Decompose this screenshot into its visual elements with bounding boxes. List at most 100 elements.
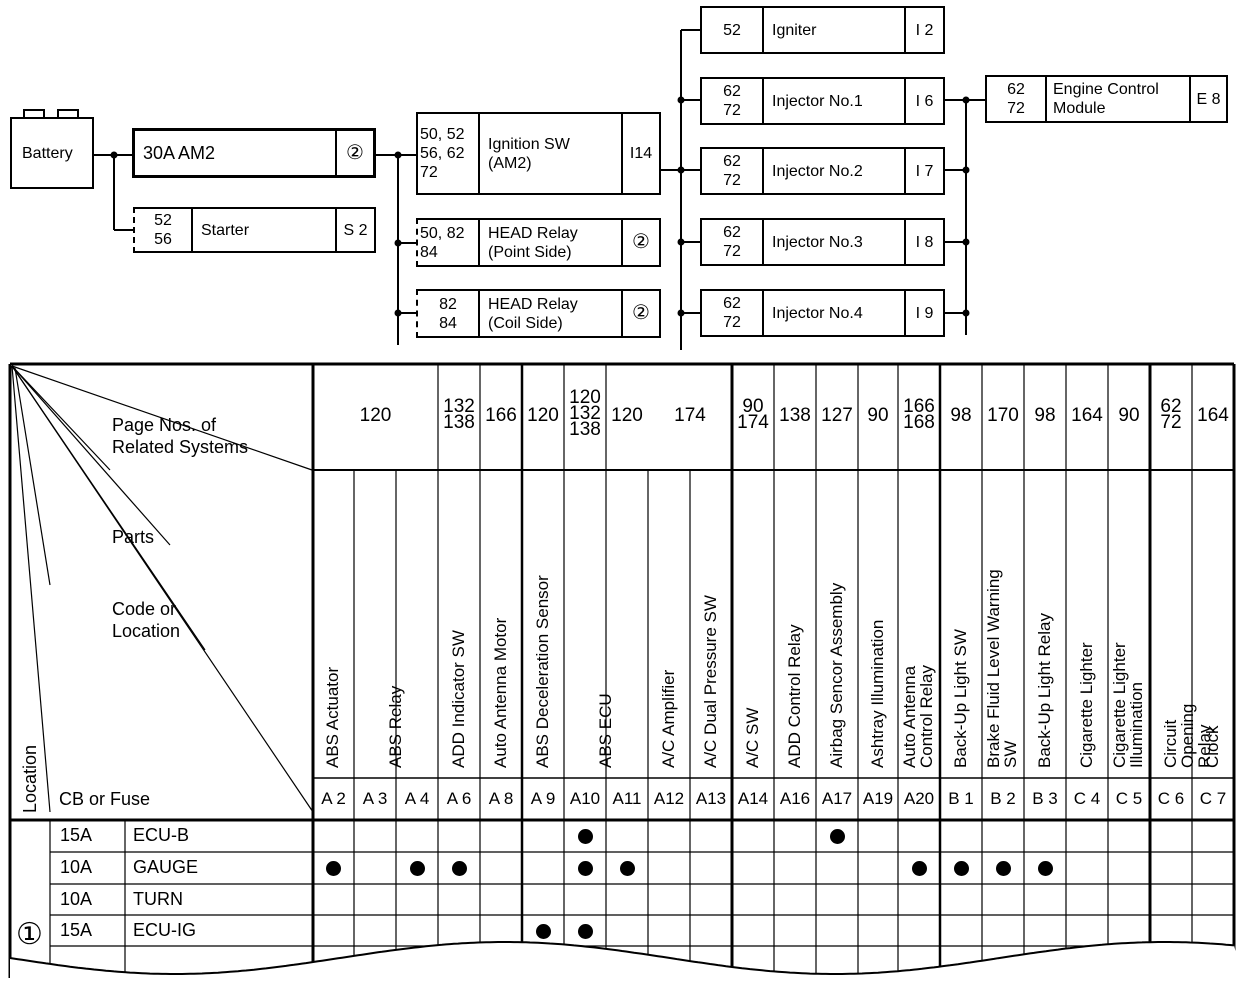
head-point-code: ②	[621, 220, 659, 265]
fuse-name: ECU-IG	[133, 920, 196, 940]
part-name: A/C SW	[743, 707, 762, 768]
part-name: ABS Relay	[386, 685, 405, 768]
head-relay-point-side: 50, 82 84 HEAD Relay (Point Side) ②	[416, 218, 661, 267]
connector-code: B 1	[948, 789, 974, 808]
part-name: Airbag Sencor Assembly	[827, 582, 846, 768]
starter-name: Starter	[191, 209, 335, 251]
igniter-name: Igniter	[762, 8, 904, 52]
starter-component: 52 56 Starter S 2	[133, 207, 376, 253]
connection-dot	[1037, 861, 1053, 876]
header-location: Location	[20, 744, 40, 813]
connector-code: A19	[862, 789, 894, 808]
page-number: 120 132 138	[569, 387, 601, 440]
injector-code: I 8	[904, 220, 943, 264]
connector-code: A16	[779, 789, 811, 808]
page-number: 170	[987, 405, 1019, 426]
header-page-nos: Page Nos. of Related Systems	[112, 415, 249, 457]
connection-dot	[995, 861, 1011, 876]
connection-dot	[911, 861, 927, 876]
injector-name: Injector No.4	[762, 291, 904, 335]
page-number: 120	[359, 405, 392, 426]
connector-code: A14	[737, 789, 769, 808]
connector-code: A 9	[530, 789, 556, 808]
page-number: 120	[527, 405, 559, 426]
part-name: ABS Actuator	[323, 666, 342, 768]
injector-4: 62 72 Injector No.4 I 9	[700, 289, 945, 337]
ecm-name: Engine Control Module	[1045, 77, 1189, 121]
fuse-name: GAUGE	[133, 857, 199, 877]
head-point-name: HEAD Relay (Point Side)	[478, 220, 621, 265]
page-number: 164	[1071, 405, 1103, 426]
connection-dot	[326, 861, 341, 876]
connector-code: C 4	[1073, 789, 1101, 808]
igniter-pages: 52	[723, 21, 741, 39]
page-number: 98	[1034, 405, 1056, 426]
igniter-code: I 2	[904, 8, 943, 52]
head-coil-pages: 82 84	[439, 295, 457, 332]
part-name: Auto Antenna Motor	[491, 617, 510, 768]
connector-code: A10	[569, 789, 601, 808]
connector-code: A 4	[404, 789, 430, 808]
injector-2: 62 72 Injector No.2 I 7	[700, 147, 945, 195]
connection-dot	[829, 829, 845, 844]
head-coil-code: ②	[621, 291, 659, 336]
part-name: Back-Up Light Relay	[1035, 613, 1054, 768]
part-name: Brake Fluid Level Warning SW	[984, 569, 1020, 768]
head-relay-coil-side: 82 84 HEAD Relay (Coil Side) ②	[416, 289, 661, 338]
connector-code: B 2	[990, 789, 1016, 808]
fuse-amp: 15A	[60, 825, 93, 845]
connection-dot	[535, 924, 551, 939]
connection-dot	[577, 924, 593, 939]
connector-code: A 8	[488, 789, 514, 808]
page-number: 174	[674, 405, 706, 426]
part-name: Cigarette Lighter	[1077, 642, 1096, 768]
page-number: 127	[821, 405, 853, 426]
fuse-code: ②	[335, 131, 373, 175]
page-number: 120	[611, 405, 643, 426]
page-number: 138	[779, 405, 811, 426]
head-point-pages: 50, 82 84	[420, 224, 465, 261]
fuse-amp: 10A	[60, 889, 93, 909]
injector-pages: 62 72	[723, 224, 741, 260]
connector-code: A 3	[362, 789, 388, 808]
injector-name: Injector No.2	[762, 149, 904, 193]
connection-dot	[577, 861, 593, 876]
injector-name: Injector No.3	[762, 220, 904, 264]
connection-dot	[953, 861, 969, 876]
injector-pages: 62 72	[723, 153, 741, 189]
starter-pages: 52 56	[154, 212, 172, 248]
part-name: Back-Up Light SW	[951, 629, 970, 768]
connector-code: B 3	[1032, 789, 1058, 808]
engine-control-module: 62 72 Engine Control Module E 8	[985, 75, 1228, 123]
fuse-name: TURN	[133, 889, 183, 909]
battery: Battery	[10, 117, 94, 189]
page-number: 132 138	[443, 396, 475, 433]
connector-code: A13	[695, 789, 727, 808]
connector-code: A 2	[321, 789, 346, 808]
fuse-30a-am2: 30A AM2 ②	[132, 128, 376, 178]
connector-code: A12	[653, 789, 685, 808]
page-number: 90 174	[737, 396, 769, 433]
connector-code: A20	[903, 789, 935, 808]
injector-code: I 7	[904, 149, 943, 193]
connection-dot	[619, 861, 635, 876]
part-name: Clock	[1203, 725, 1222, 768]
header-parts: Parts	[112, 527, 155, 547]
part-name: ADD Control Relay	[785, 624, 804, 768]
injector-pages: 62 72	[723, 295, 741, 331]
ignition-code: I14	[621, 114, 659, 193]
part-name: A/C Dual Pressure SW	[701, 595, 720, 768]
fuse-amp: 10A	[60, 857, 93, 877]
header-cb-fuse: CB or Fuse	[59, 789, 151, 809]
location-value: ①	[16, 918, 43, 951]
page-number: 166 168	[903, 396, 935, 433]
fuse-label: 30A AM2	[143, 142, 216, 163]
connector-code: C 7	[1199, 789, 1227, 808]
page-number: 90	[1118, 405, 1140, 426]
connector-code: C 5	[1115, 789, 1143, 808]
part-name: Ashtray Illumination	[868, 619, 887, 768]
injector-3: 62 72 Injector No.3 I 8	[700, 218, 945, 266]
part-name: Auto Antenna Control Relay	[900, 665, 936, 768]
page-number: 90	[867, 405, 889, 426]
starter-code: S 2	[335, 209, 374, 251]
